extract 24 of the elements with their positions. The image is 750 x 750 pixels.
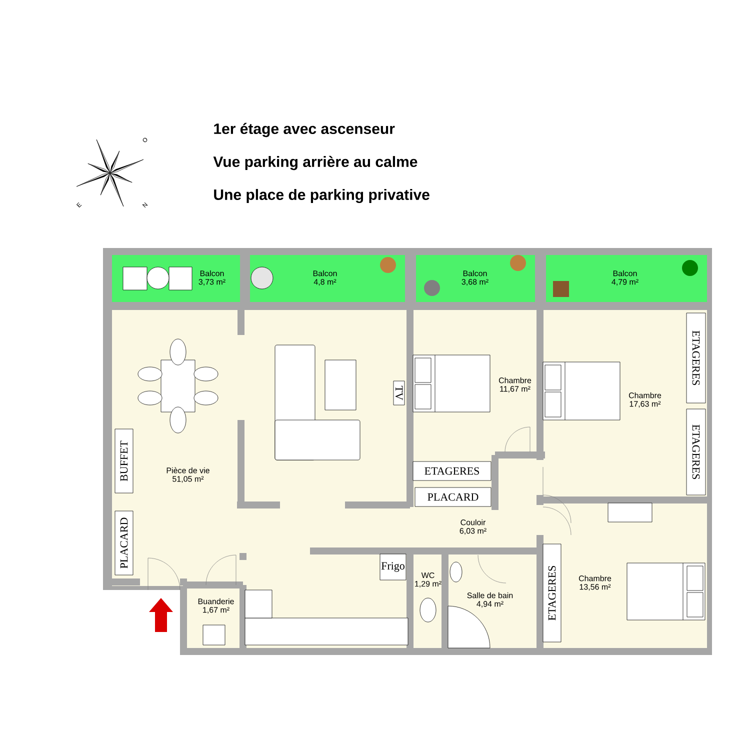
furniture-label: ETAGERES	[686, 312, 706, 404]
room-label: Balcon 4,8 m²	[313, 270, 337, 286]
room-label: Balcon 3,73 m²	[198, 270, 226, 286]
furniture-label: ETAGERES	[686, 408, 706, 496]
furniture-label: PLACARD	[114, 510, 134, 576]
title-line: Une place de parking privative	[214, 188, 430, 204]
room-label: Chambre 17,63 m²	[628, 392, 662, 408]
furniture-label: ETAGERES	[542, 544, 562, 642]
furniture-label: PLACARD	[414, 487, 492, 507]
furniture-label: TV	[393, 380, 405, 406]
furniture-label: ETAGERES	[412, 461, 492, 481]
room-label: Pièce de vie 51,05 m²	[166, 467, 210, 483]
room-label: Balcon 4,79 m²	[612, 270, 638, 286]
furniture-label: BUFFET	[114, 428, 134, 494]
room-label: Balcon 3,68 m²	[462, 270, 488, 286]
room-label: Couloir 6,03 m²	[460, 519, 486, 535]
title-line: Vue parking arrière au calme	[213, 156, 418, 170]
room-label: Chambre 11,67 m²	[498, 377, 532, 393]
room-label: Salle de bain 4,94 m²	[467, 592, 513, 608]
room-label: Buanderie 1,67 m²	[198, 598, 234, 614]
room-label: Chambre 13,56 m²	[578, 575, 612, 591]
title-line: 1er étage avec ascenseur	[214, 122, 395, 138]
furniture-label: Frigo	[380, 554, 406, 580]
room-label: WC 1,29 m²	[415, 572, 442, 588]
